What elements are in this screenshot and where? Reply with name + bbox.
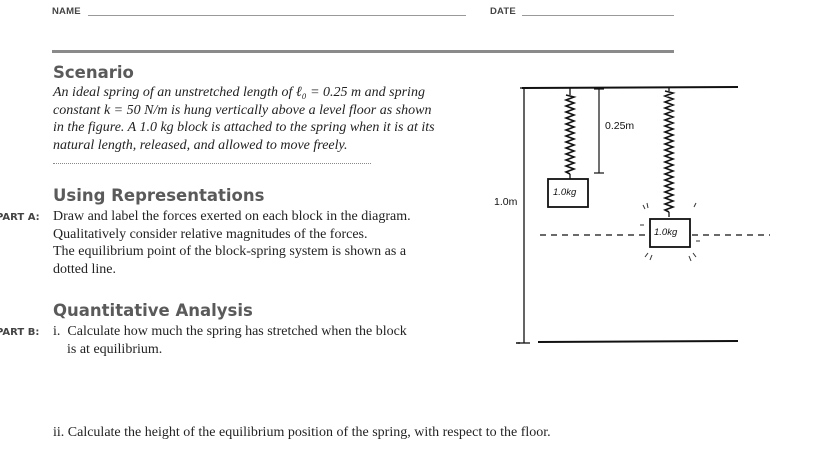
scenario-line: in the figure. A 1.0 kg block is attache…	[53, 120, 435, 135]
right-block	[649, 218, 691, 248]
name-field-line[interactable]	[88, 15, 466, 16]
section-divider	[52, 50, 674, 53]
left-block-label: 1.0kg	[553, 187, 577, 198]
scenario-line: An ideal spring of an unstretched length…	[53, 85, 425, 100]
part-a-line: Qualitatively consider relative magnitud…	[53, 226, 368, 242]
scenario-dotted-divider	[53, 163, 371, 164]
part-b-label: PART B:	[0, 327, 40, 338]
using-representations-heading: Using Representations	[53, 186, 265, 205]
part-b-item-i: i. Calculate how much the spring has str…	[53, 323, 473, 358]
left-block	[547, 178, 589, 208]
part-b-item-i-line: i. Calculate how much the spring has str…	[53, 324, 407, 339]
motion-marks	[640, 202, 700, 262]
scenario-text: An ideal spring of an unstretched length…	[53, 84, 483, 154]
date-field-line[interactable]	[522, 15, 674, 16]
scenario-line: natural length, released, and allowed to…	[53, 137, 348, 153]
scenario-line: constant k = 50 N/m is hung vertically a…	[53, 102, 432, 118]
scenario-heading: Scenario	[53, 63, 134, 82]
height-label: 1.0m	[494, 196, 518, 208]
name-label: NAME	[52, 6, 81, 17]
left-spring	[563, 94, 577, 175]
part-a-line: dotted line.	[53, 261, 116, 277]
part-a-text: Draw and label the forces exerted on eac…	[53, 208, 473, 278]
spring-block-figure: 1.0m 1.0kg 0.25m 1.0kg	[494, 86, 770, 344]
part-a-label: PART A:	[0, 212, 40, 223]
part-b-item-i-line: is at equilibrium.	[67, 341, 163, 357]
right-block-label: 1.0kg	[654, 227, 678, 238]
part-a-line: Draw and label the forces exerted on eac…	[53, 209, 411, 224]
ceiling-line	[521, 86, 739, 89]
part-a-line: The equilibrium point of the block-sprin…	[53, 244, 407, 259]
date-label: DATE	[490, 6, 516, 17]
floor-line	[537, 340, 739, 343]
right-spring	[662, 90, 676, 213]
part-b-item-ii: ii. Calculate the height of the equilibr…	[53, 425, 551, 440]
quantitative-analysis-heading: Quantitative Analysis	[53, 301, 253, 320]
length-label: 0.25m	[605, 120, 634, 132]
